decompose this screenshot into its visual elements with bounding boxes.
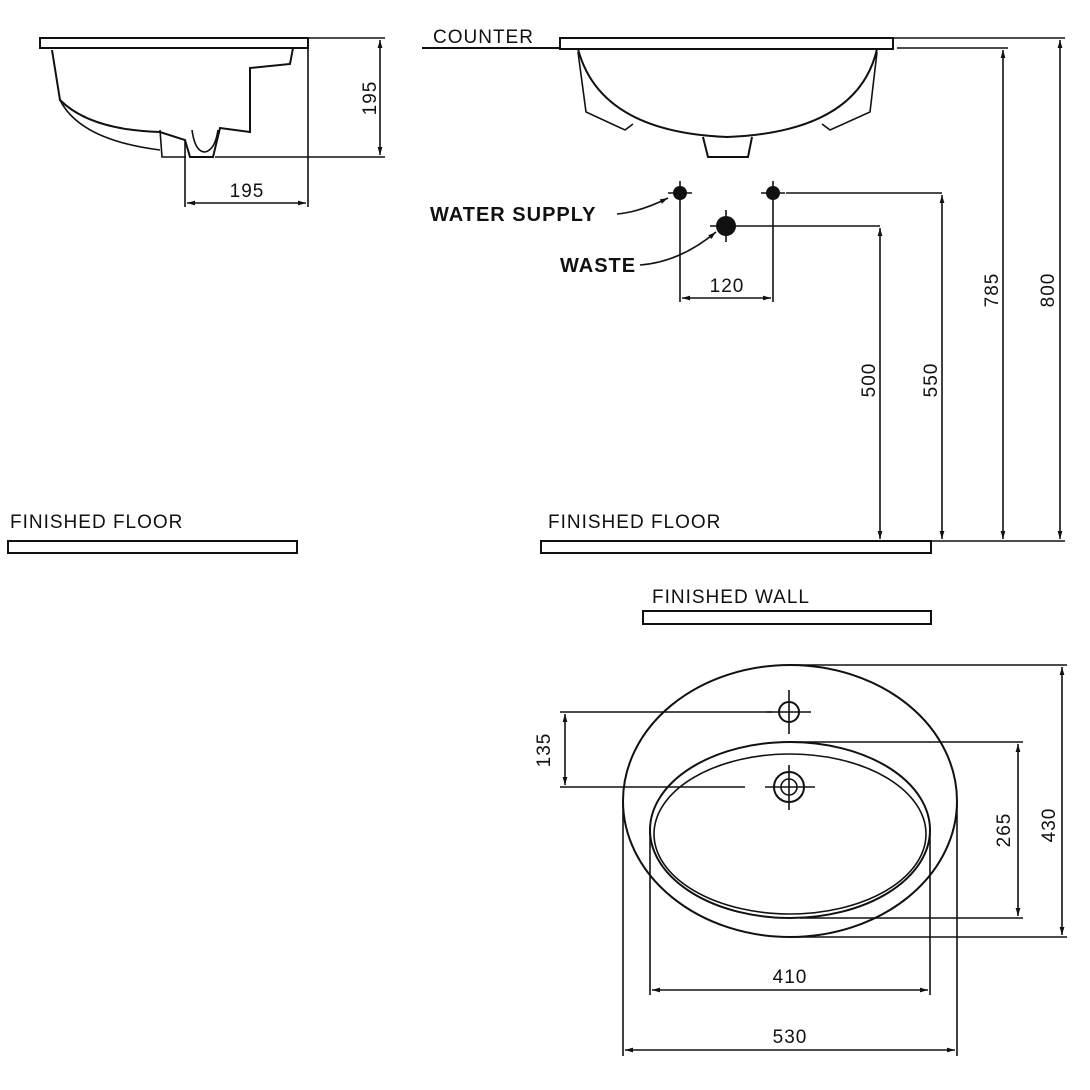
finished-wall-label: FINISHED WALL [652, 587, 810, 608]
counter-slab-side [39, 37, 309, 49]
drain-hole [765, 765, 815, 810]
finished-wall [642, 610, 932, 625]
dim-label-410: 410 [773, 967, 808, 988]
waste-leader [639, 231, 717, 266]
finished-floor-left-label: FINISHED FLOOR [10, 512, 183, 533]
dim-label-785: 785 [982, 273, 1003, 308]
dim-label-550: 550 [921, 363, 942, 398]
basin-side-profile [51, 47, 294, 158]
dim-label-800: 800 [1038, 273, 1059, 308]
dim-label-side-drain-offset: 195 [230, 181, 265, 202]
water-supply-label: WATER SUPPLY [430, 204, 596, 226]
counter-label: COUNTER [433, 27, 534, 48]
finished-floor-right-label: FINISHED FLOOR [548, 512, 721, 533]
basin-bowl [649, 741, 931, 919]
front-view: COUNTER 785 800 550 500 120 WATER SUPPLY… [422, 27, 1065, 554]
counter-slab-front [559, 37, 894, 50]
water-supply-leader [616, 197, 669, 215]
dim-label-500: 500 [859, 363, 880, 398]
drain-outlet [702, 136, 753, 158]
dim-label-135: 135 [534, 733, 555, 768]
dim-label-430: 430 [1039, 808, 1060, 843]
basin-front-profile [577, 48, 878, 139]
dim-label-265: 265 [994, 813, 1015, 848]
dim-label-530: 530 [773, 1027, 808, 1048]
water-supply-points [668, 181, 785, 205]
finished-floor-left [7, 540, 298, 554]
plan-view: FINISHED WALL 135 265 430 410 530 [534, 587, 1067, 1056]
waste-point [710, 210, 742, 242]
dim-label-120: 120 [710, 276, 745, 297]
side-view: 195 195 [39, 37, 385, 207]
tap-hole [767, 690, 811, 734]
waste-label: WASTE [560, 255, 636, 277]
finished-floor-right [540, 540, 932, 554]
dim-label-side-depth: 195 [360, 81, 381, 116]
